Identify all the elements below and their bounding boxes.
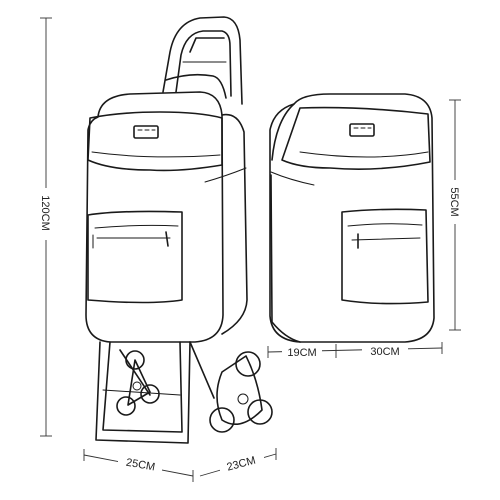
- dimension-bag-height: 55CM: [447, 99, 463, 331]
- trolley-frame: [95, 341, 215, 444]
- dimension-base-depth: 23CM: [199, 448, 277, 477]
- dimension-label-bag-depth: 19CM: [287, 347, 316, 359]
- trolley-handle: [162, 16, 243, 105]
- dimension-label-bag-width: 30CM: [370, 346, 399, 358]
- dimension-bag-depth-width: 19CM 30CM: [267, 342, 443, 360]
- zipper-pull-icon: [165, 231, 169, 247]
- trolley-front-view: [85, 16, 273, 444]
- dimension-base-width: 25CM: [83, 449, 194, 482]
- dimension-label-bag-height: 55CM: [448, 187, 460, 216]
- stair-climbing-wheel-right: [209, 351, 273, 433]
- bag-detached-view: [269, 93, 435, 343]
- dimension-label-base-width: 25CM: [125, 457, 156, 474]
- dimension-total-height: 120CM: [38, 17, 54, 437]
- buckle-icon: [133, 125, 159, 139]
- buckle-icon: [349, 123, 375, 137]
- trolley-bag: [85, 91, 248, 343]
- dimension-label-total-height: 120CM: [39, 195, 51, 230]
- stair-climbing-wheel-left: [116, 350, 160, 416]
